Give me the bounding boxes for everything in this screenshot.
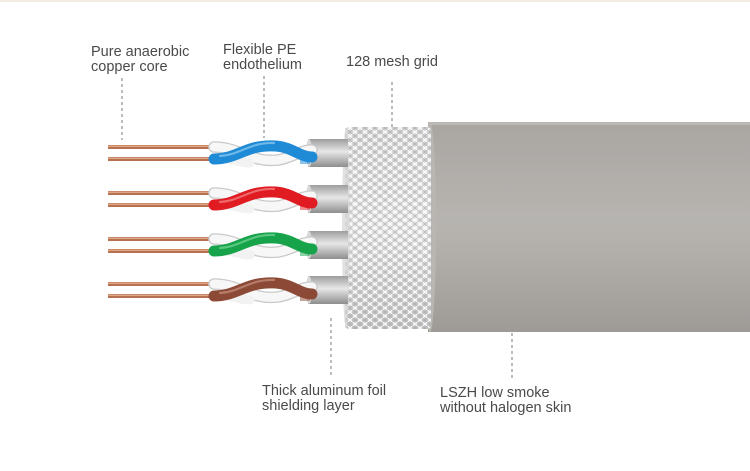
red-pair xyxy=(108,189,312,210)
pe-endothelium-label: Flexible PE endothelium xyxy=(223,43,302,73)
twisted-pairs xyxy=(108,143,312,301)
foil-shield-label: Thick aluminum foil shielding layer xyxy=(262,384,386,414)
blue-pair xyxy=(108,143,312,164)
mesh-braid xyxy=(342,127,431,329)
green-pair xyxy=(108,235,312,256)
lszh-skin-label: LSZH low smoke without halogen skin xyxy=(440,386,571,416)
mesh-grid-label: 128 mesh grid xyxy=(346,55,438,70)
lszh-jacket xyxy=(424,122,750,332)
foil-layer xyxy=(306,139,348,304)
brown-pair xyxy=(108,280,312,301)
copper-core-label: Pure anaerobic copper core xyxy=(91,45,189,75)
